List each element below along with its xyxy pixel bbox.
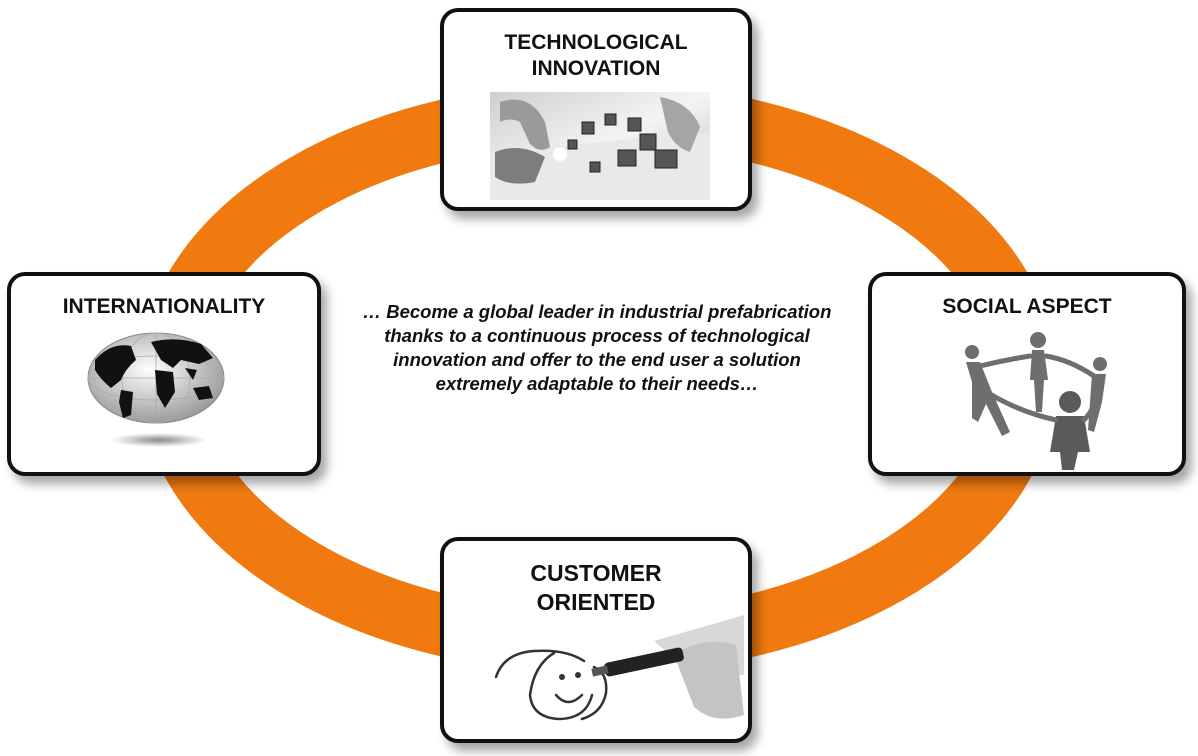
globe-icon: [87, 332, 225, 447]
card-customer-oriented: CUSTOMER ORIENTED: [440, 537, 752, 743]
card-social-aspect: SOCIAL ASPECT: [868, 272, 1186, 476]
card-title-customer-oriented: CUSTOMER ORIENTED: [444, 559, 748, 617]
people-circle-icon: [965, 332, 1107, 470]
title-line-2: ORIENTED: [536, 588, 656, 615]
title-line-1: TECHNOLOGICAL: [504, 31, 688, 54]
card-technological-innovation: TECHNOLOGICAL INNOVATION: [440, 8, 752, 211]
title-line-1: CUSTOMER: [530, 560, 662, 586]
mission-statement: … Become a global leader in industrial p…: [362, 301, 832, 395]
card-title-technological-innovation: TECHNOLOGICAL INNOVATION: [444, 30, 748, 83]
hands-cubes-image: [490, 92, 710, 200]
card-title-social-aspect: SOCIAL ASPECT: [942, 295, 1112, 318]
card-title-internationality: INTERNATIONALITY: [62, 295, 266, 318]
card-internationality: INTERNATIONALITY: [7, 272, 321, 476]
title-line-2: INNOVATION: [531, 57, 661, 81]
smiley-drawing-image: [494, 615, 744, 721]
